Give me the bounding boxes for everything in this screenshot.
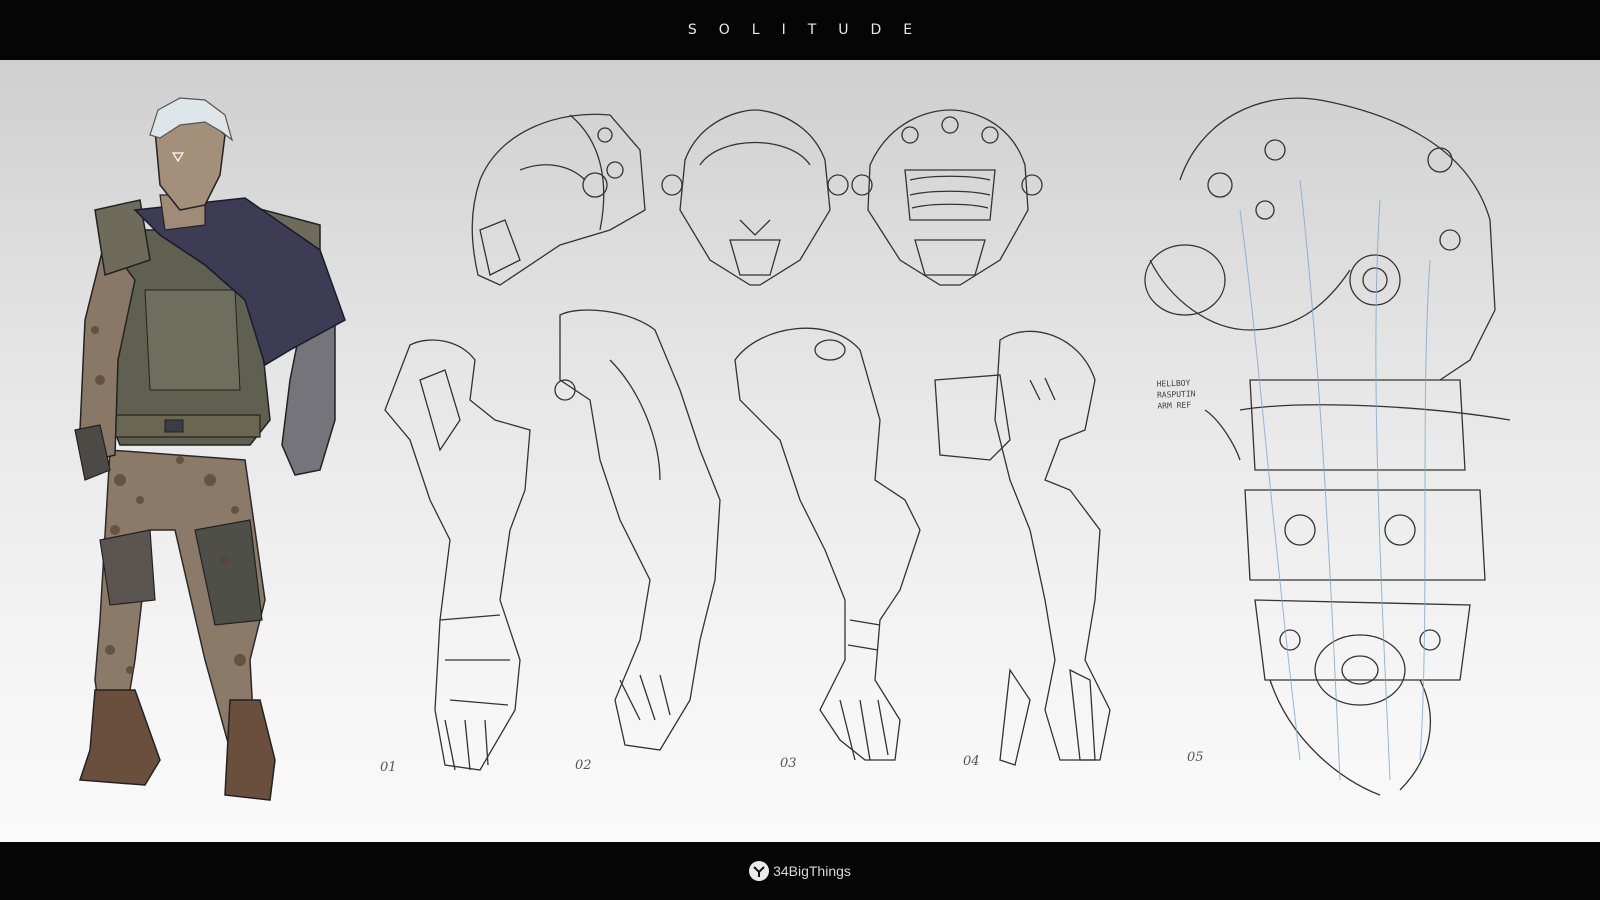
header-bar: SOLITUDE	[0, 0, 1600, 60]
arm-variants	[384, 97, 1511, 796]
brand-name: 34BigThings	[773, 863, 851, 879]
variant-number-3: 03	[780, 756, 797, 771]
concept-sheet: HELLBOY RASPUTIN ARM REF 01 02 03 04 05	[0, 60, 1600, 842]
footer-bar: 34BigThings	[0, 842, 1600, 900]
studio-logo-icon	[749, 861, 770, 881]
character-figure	[74, 97, 346, 801]
helmet-views	[471, 109, 1043, 286]
variant-number-5: 05	[1187, 750, 1204, 765]
concept-art-illustration	[74, 97, 1511, 801]
variant-number-4: 04	[963, 754, 980, 769]
variant-number-1: 01	[380, 760, 397, 775]
page-title: SOLITUDE	[687, 22, 935, 38]
variant-number-2: 02	[575, 758, 592, 773]
brand: 34BigThings	[749, 861, 851, 881]
reference-note: HELLBOY RASPUTIN ARM REF	[1156, 378, 1196, 411]
